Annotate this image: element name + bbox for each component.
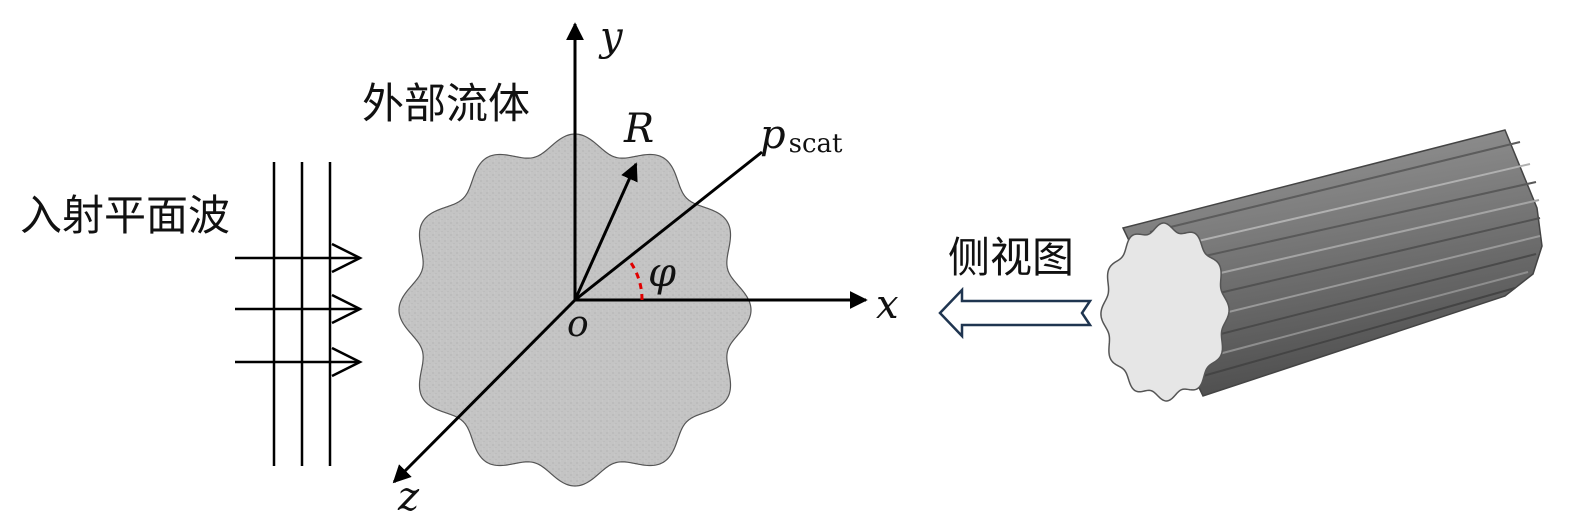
fluted-cylinder-3d bbox=[1100, 129, 1543, 402]
z-axis-label: z bbox=[397, 474, 420, 520]
angle-label: φ bbox=[648, 250, 676, 296]
x-axis-label: x bbox=[876, 282, 899, 328]
wave-arrow-icon bbox=[235, 346, 363, 378]
cylinder-end-face bbox=[1100, 222, 1230, 402]
y-axis-label: y bbox=[598, 14, 624, 60]
side-view-arrow-icon bbox=[938, 286, 1093, 340]
wave-arrow-icon bbox=[235, 293, 363, 325]
cylinder-cross-section bbox=[398, 133, 752, 487]
radius-label: R bbox=[623, 106, 654, 152]
wave-arrow-icon bbox=[235, 242, 363, 274]
angle-arc bbox=[627, 259, 644, 301]
cylinder-body bbox=[1121, 129, 1543, 397]
scattered-pressure-symbol: p bbox=[760, 112, 786, 158]
radius-arrow bbox=[573, 162, 638, 301]
incident-wave-group bbox=[235, 162, 363, 466]
scattered-pressure-line bbox=[574, 150, 763, 302]
cylinder-flutes bbox=[1149, 141, 1541, 377]
side-view-label: 侧视图 bbox=[948, 233, 1074, 282]
scattered-pressure-subscript: scat bbox=[789, 129, 843, 159]
z-axis-line bbox=[392, 298, 577, 484]
coordinate-axes bbox=[392, 22, 868, 484]
external-fluid-label: 外部流体 bbox=[362, 79, 530, 128]
origin-label: o bbox=[567, 304, 589, 345]
incident-wave-label: 入射平面波 bbox=[20, 191, 230, 240]
